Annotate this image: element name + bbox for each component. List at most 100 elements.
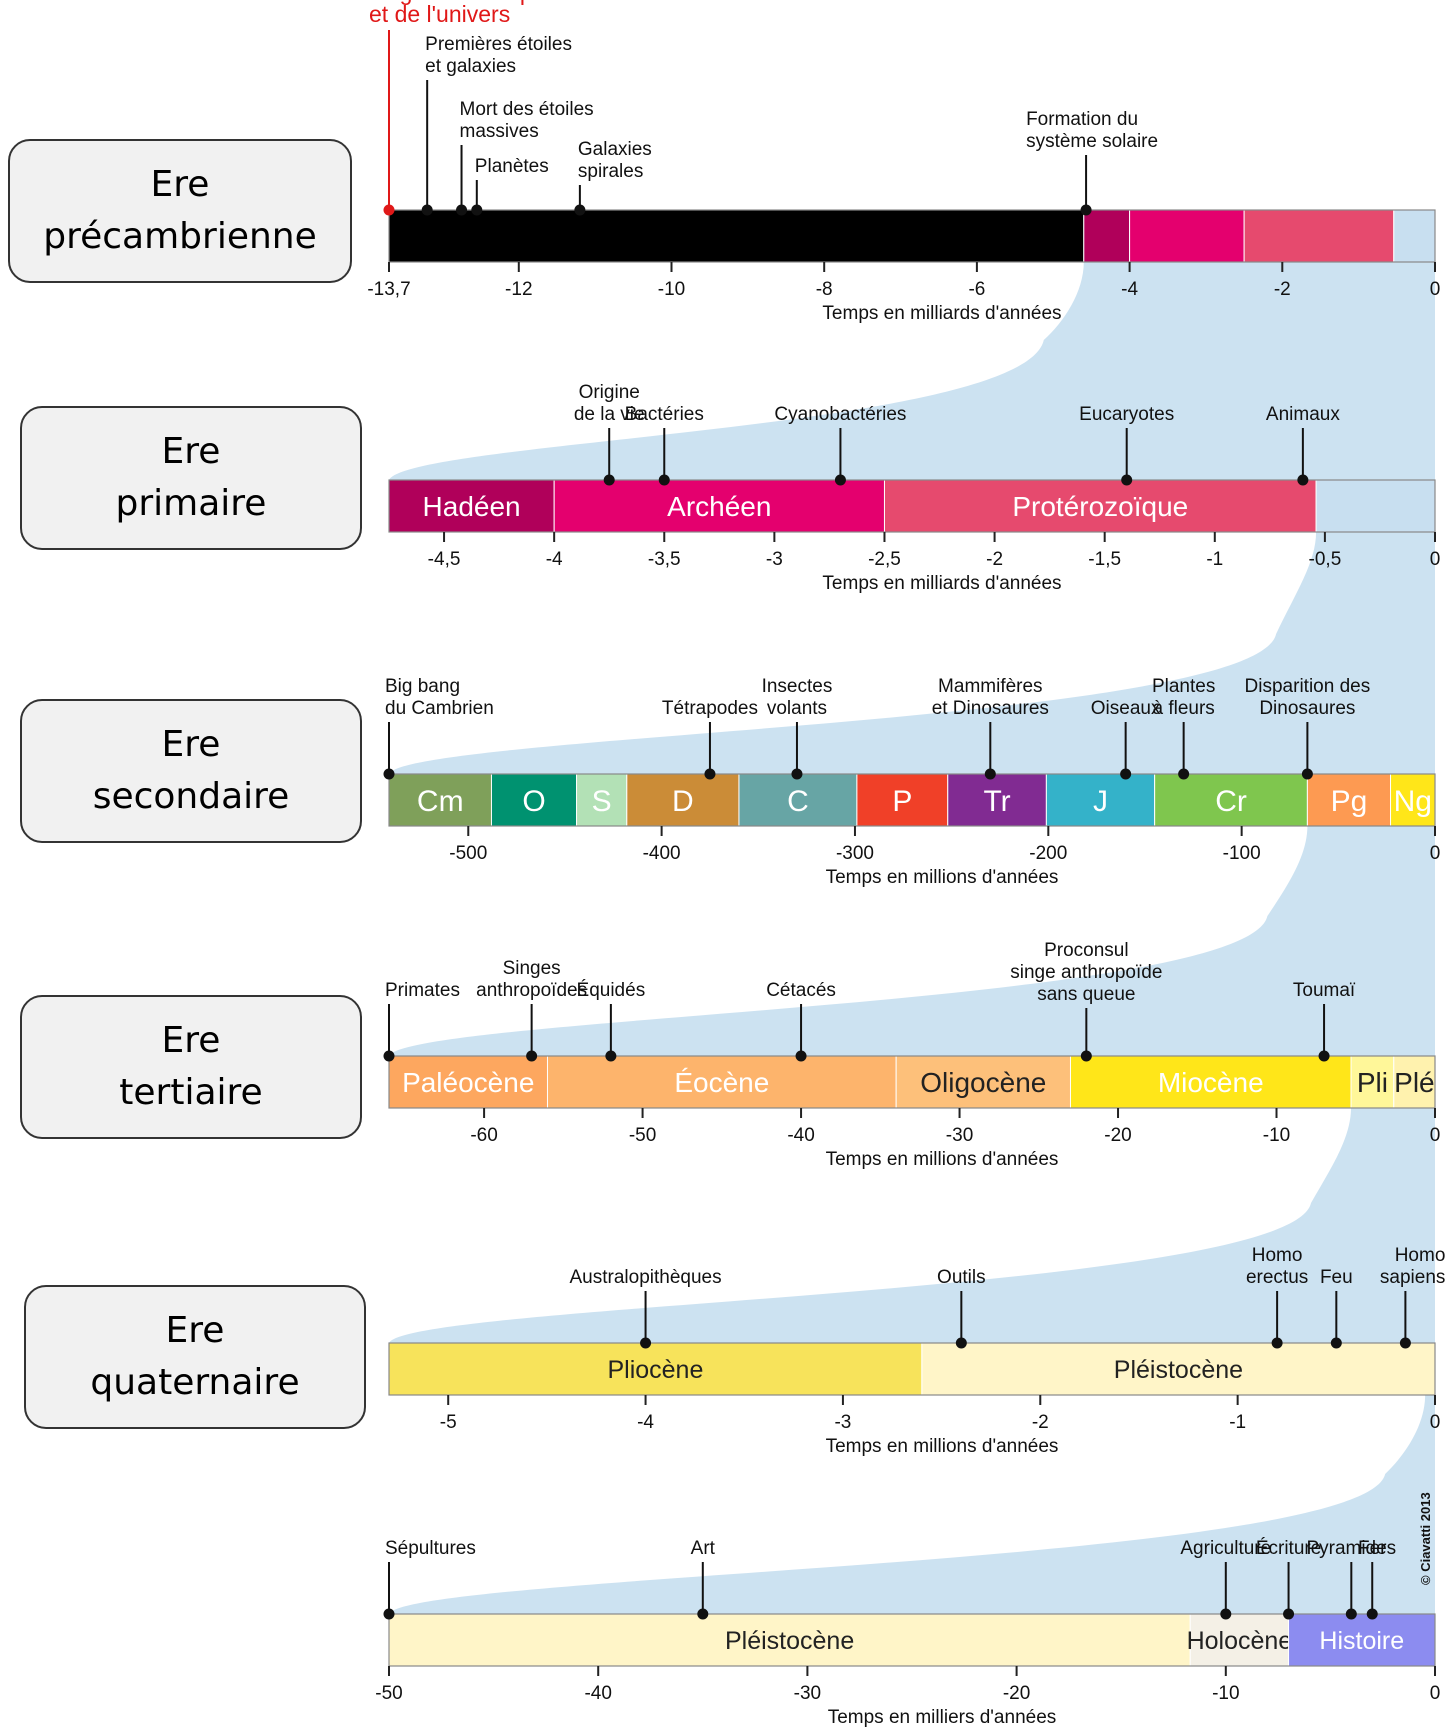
event-dot: [1220, 1609, 1231, 1620]
event-dot: [1081, 205, 1092, 216]
event-dot: [704, 769, 715, 780]
event-label: erectus: [1246, 1267, 1308, 1288]
event-dot: [835, 475, 846, 486]
tick-label: -1,5: [1088, 549, 1121, 570]
segment-label: Cr: [1215, 785, 1247, 818]
segment-label: C: [787, 785, 809, 818]
event-label: sans queue: [1037, 984, 1135, 1005]
tick-label: 0: [1430, 1125, 1441, 1146]
event-label: Insectes: [762, 676, 833, 697]
event-label: Bactéries: [625, 404, 704, 425]
tick-label: 0: [1430, 843, 1441, 864]
event-dot: [1319, 1051, 1330, 1062]
event-label: Origine: [579, 382, 640, 403]
tick-label: -20: [1104, 1125, 1131, 1146]
tick-label: -40: [787, 1125, 814, 1146]
segment-label: Pléistocène: [725, 1627, 854, 1655]
event-dot: [422, 205, 433, 216]
tick-label: -10: [1212, 1683, 1239, 1704]
tick-label: -2: [1274, 279, 1291, 300]
event-label: Galaxies: [578, 139, 652, 160]
event-dot: [985, 769, 996, 780]
segment-label: Oligocène: [920, 1067, 1046, 1098]
tick-label: 0: [1430, 1683, 1441, 1704]
tick-label: -5: [440, 1412, 457, 1433]
event-label: système solaire: [1026, 131, 1158, 152]
segment-label: Holocène: [1187, 1627, 1293, 1655]
event-dot: [1120, 769, 1131, 780]
event-dot: [1367, 1609, 1378, 1620]
tick-label: -10: [658, 279, 685, 300]
tick-label: -100: [1223, 843, 1261, 864]
event-label: volants: [767, 698, 827, 719]
event-label: Toumaï: [1293, 980, 1356, 1001]
axis-label: Temps en millions d'années: [826, 867, 1059, 888]
event-dot: [956, 1338, 967, 1349]
event-dot: [1302, 769, 1313, 780]
event-label: Premières étoiles: [425, 34, 572, 55]
tick-label: -200: [1029, 843, 1067, 864]
era-segment: [1316, 480, 1435, 532]
segment-label: Paléocène: [402, 1067, 534, 1098]
event-dot: [1178, 769, 1189, 780]
axis-label: Temps en milliers d'années: [828, 1707, 1057, 1728]
event-label: Sépultures: [385, 1538, 476, 1559]
tick-label: -400: [643, 843, 681, 864]
tick-label: -13,7: [367, 279, 410, 300]
segment-label: Tr: [983, 785, 1010, 818]
event-label: massives: [460, 121, 539, 142]
tick-label: -4,5: [428, 549, 461, 570]
event-label: Primates: [385, 980, 460, 1001]
event-dot: [791, 769, 802, 780]
axis-label: Temps en milliards d'années: [822, 303, 1061, 324]
tick-label: -6: [968, 279, 985, 300]
event-dot: [604, 475, 615, 486]
event-label: Mammifères: [938, 676, 1043, 697]
event-dot: [1081, 1051, 1092, 1062]
event-dot: [456, 205, 467, 216]
tick-label: 0: [1430, 1412, 1441, 1433]
event-label: Formation du: [1026, 109, 1138, 130]
zoom-connector: [389, 826, 1435, 1056]
event-label: et de l'univers: [369, 1, 510, 27]
event-label: anthropoïdes: [476, 980, 587, 1001]
event-label: à fleurs: [1152, 698, 1214, 719]
era-segment: [1084, 210, 1130, 262]
tick-label: -2: [986, 549, 1003, 570]
event-label: Équidés: [577, 980, 646, 1001]
segment-label: Protérozoïque: [1012, 491, 1188, 522]
tick-label: -50: [629, 1125, 656, 1146]
segment-label: Pléistocène: [1114, 1356, 1243, 1384]
tick-label: -20: [1003, 1683, 1030, 1704]
event-dot: [796, 1051, 807, 1062]
tick-label: -10: [1263, 1125, 1290, 1146]
event-label: Outils: [937, 1267, 986, 1288]
segment-label: Pg: [1331, 785, 1368, 818]
tick-label: -2,5: [868, 549, 901, 570]
tick-label: -40: [584, 1683, 611, 1704]
segment-label: Miocène: [1158, 1067, 1264, 1098]
segment-label: P: [892, 785, 912, 818]
tick-label: -300: [836, 843, 874, 864]
tick-label: -3: [766, 549, 783, 570]
era-segment: [1130, 210, 1245, 262]
event-label: Fer: [1358, 1538, 1387, 1559]
event-label: Australopithèques: [570, 1267, 722, 1288]
event-dot: [1121, 475, 1132, 486]
event-label: Animaux: [1266, 404, 1340, 425]
event-dot: [640, 1338, 651, 1349]
event-dot: [697, 1609, 708, 1620]
segment-label: Hadéen: [423, 491, 521, 522]
event-label: Tétrapodes: [662, 698, 758, 719]
tick-label: -2: [1032, 1412, 1049, 1433]
tick-label: -3: [834, 1412, 851, 1433]
segment-label: Pli: [1357, 1067, 1388, 1098]
event-label: Proconsul: [1044, 940, 1129, 961]
event-dot: [605, 1051, 616, 1062]
event-dot: [384, 1609, 395, 1620]
tick-label: -4: [637, 1412, 654, 1433]
event-dot: [659, 475, 670, 486]
tick-label: -30: [946, 1125, 973, 1146]
